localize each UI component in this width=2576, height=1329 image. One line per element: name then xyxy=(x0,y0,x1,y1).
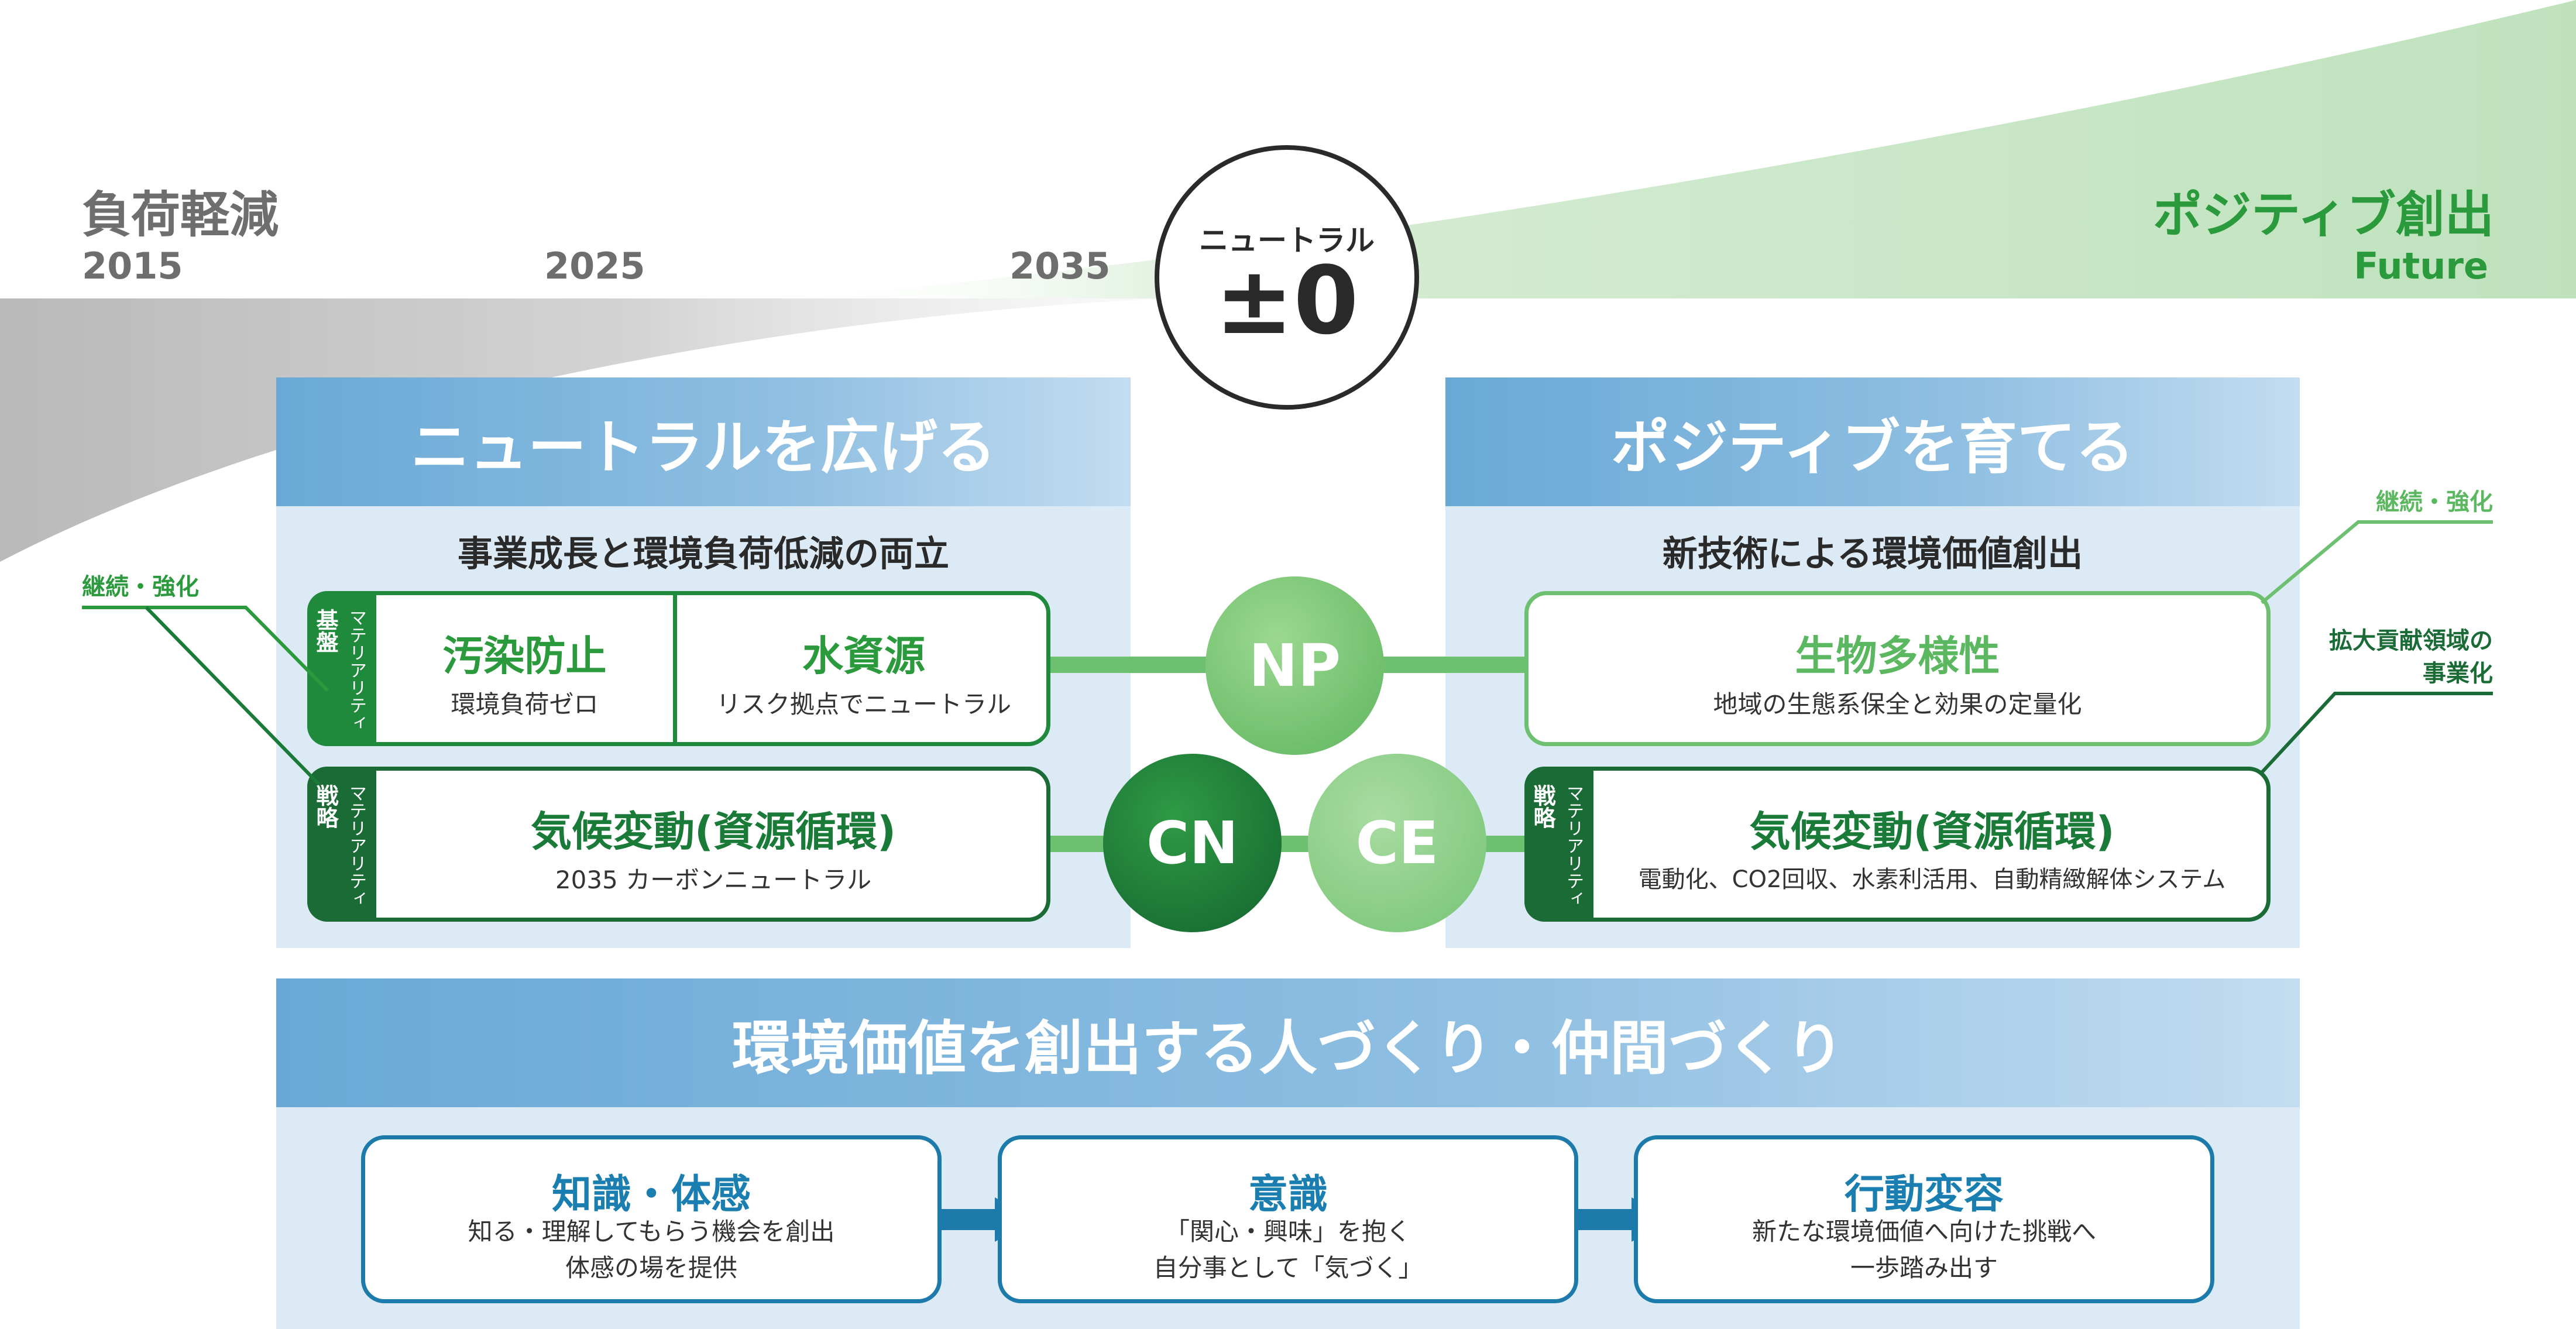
ce-bubble: CE xyxy=(1308,754,1486,932)
right-senryaku-tab-line1: 戦略 xyxy=(1530,784,1555,829)
step-behavior-desc1: 新たな環境価値へ向けた挑戦へ xyxy=(1751,1217,2096,1246)
left-senryaku-tab-line2: マテリアリティ xyxy=(346,784,366,907)
left-callout-line-a xyxy=(82,606,329,692)
neutral-circle: ニュートラル ±0 xyxy=(1155,145,1419,410)
np-connector-right xyxy=(1363,657,1539,673)
neutral-circle-label: ニュートラル xyxy=(1199,224,1375,257)
water-resources-title: 水資源 xyxy=(802,632,925,680)
step-behavior-title: 行動変容 xyxy=(1844,1172,2004,1218)
year-2035-label: 2035 xyxy=(1009,245,1111,287)
expand-contribution-label-line2: 事業化 xyxy=(2423,660,2493,687)
callout-lines xyxy=(82,520,2493,786)
kiban-materiality-card xyxy=(307,591,1050,746)
left-callout-line-b xyxy=(145,606,321,786)
kiban-tab-line2: マテリアリティ xyxy=(346,609,366,732)
step-knowledge-title: 知識・体感 xyxy=(551,1172,751,1218)
right-climate-change-desc: 電動化、CO2回収、水素利活用、自動精緻解体システム xyxy=(1638,866,2226,893)
step-knowledge-experience: 知識・体感 知る・理解してもらう機会を創出 体感の場を提供 xyxy=(361,1135,942,1303)
right-strategy-materiality-card xyxy=(1524,767,2271,922)
step-awareness-desc2: 自分事として「気づく」 xyxy=(1153,1254,1423,1282)
right-callout-top-line xyxy=(2261,520,2493,605)
step-behavior-desc2: 一歩踏み出す xyxy=(1850,1254,1998,1282)
biodiversity-card xyxy=(1524,591,2271,746)
biodiversity-desc: 地域の生態系保全と効果の定量化 xyxy=(1713,690,2082,719)
kiban-materiality-tab: 基盤 マテリアリティ xyxy=(307,591,376,746)
load-reduction-label: 負荷軽減 xyxy=(82,186,279,243)
bottom-panel-title: 環境価値を創出する人づくり・仲間づくり xyxy=(276,978,2300,1107)
right-panel-title: ポジティブを育てる xyxy=(1445,377,2300,506)
left-strategy-materiality-tab: 戦略 マテリアリティ xyxy=(307,767,376,922)
biodiversity-title: 生物多様性 xyxy=(1795,632,2000,680)
step-awareness-title: 意識 xyxy=(1248,1172,1328,1218)
kiban-card-divider xyxy=(673,591,677,746)
left-panel-subtitle: 事業成長と環境負荷低減の両立 xyxy=(458,534,949,575)
np-bubble: NP xyxy=(1205,576,1384,755)
left-senryaku-tab-line1: 戦略 xyxy=(312,784,338,829)
year-2015-label: 2015 xyxy=(82,245,183,287)
step-behavior-change: 行動変容 新たな環境価値へ向けた挑戦へ 一歩踏み出す xyxy=(1634,1135,2214,1303)
expand-contribution-label-line1: 拡大貢献領域の xyxy=(2329,627,2493,654)
green-sweep xyxy=(790,0,2576,298)
pollution-prevention-desc: 環境負荷ゼロ xyxy=(451,690,599,719)
step-knowledge-desc2: 体感の場を提供 xyxy=(565,1254,737,1282)
pollution-prevention-title: 汚染防止 xyxy=(442,632,607,680)
right-panel-subtitle: 新技術による環境価値創出 xyxy=(1662,534,2083,575)
year-2025-label: 2025 xyxy=(544,245,645,287)
left-strategy-materiality-card xyxy=(307,767,1050,922)
cn-connector-left xyxy=(1050,836,1109,852)
step-awareness: 意識 「関心・興味」を抱く 自分事として「気づく」 xyxy=(998,1135,1578,1303)
background-sweeps xyxy=(0,0,2576,562)
future-label: Future xyxy=(2354,245,2488,287)
left-continue-strengthen-label: 継続・強化 xyxy=(82,574,199,600)
step-awareness-desc1: 「関心・興味」を抱く xyxy=(1165,1217,1411,1246)
left-climate-change-desc: 2035 カーボンニュートラル xyxy=(555,866,872,894)
neutral-circle-value: ±0 xyxy=(1215,246,1359,355)
right-callout-bottom-line xyxy=(2260,692,2493,774)
right-strategy-materiality-tab: 戦略 マテリアリティ xyxy=(1524,767,1593,922)
cn-bubble: CN xyxy=(1103,754,1282,932)
right-continue-strengthen-label: 継続・強化 xyxy=(2376,489,2493,516)
right-climate-change-title: 気候変動(資源循環) xyxy=(1749,808,2115,856)
right-senryaku-tab-line2: マテリアリティ xyxy=(1563,784,1584,907)
left-climate-change-title: 気候変動(資源循環) xyxy=(531,808,896,856)
water-resources-desc: リスク拠点でニュートラル xyxy=(716,690,1011,719)
kiban-tab-line1: 基盤 xyxy=(312,609,338,653)
left-panel-title: ニュートラルを広げる xyxy=(276,377,1131,506)
gray-sweep xyxy=(0,298,1170,562)
positive-creation-label: ポジティブ創出 xyxy=(2153,186,2494,243)
step-knowledge-desc1: 知る・理解してもらう機会を創出 xyxy=(468,1217,835,1246)
